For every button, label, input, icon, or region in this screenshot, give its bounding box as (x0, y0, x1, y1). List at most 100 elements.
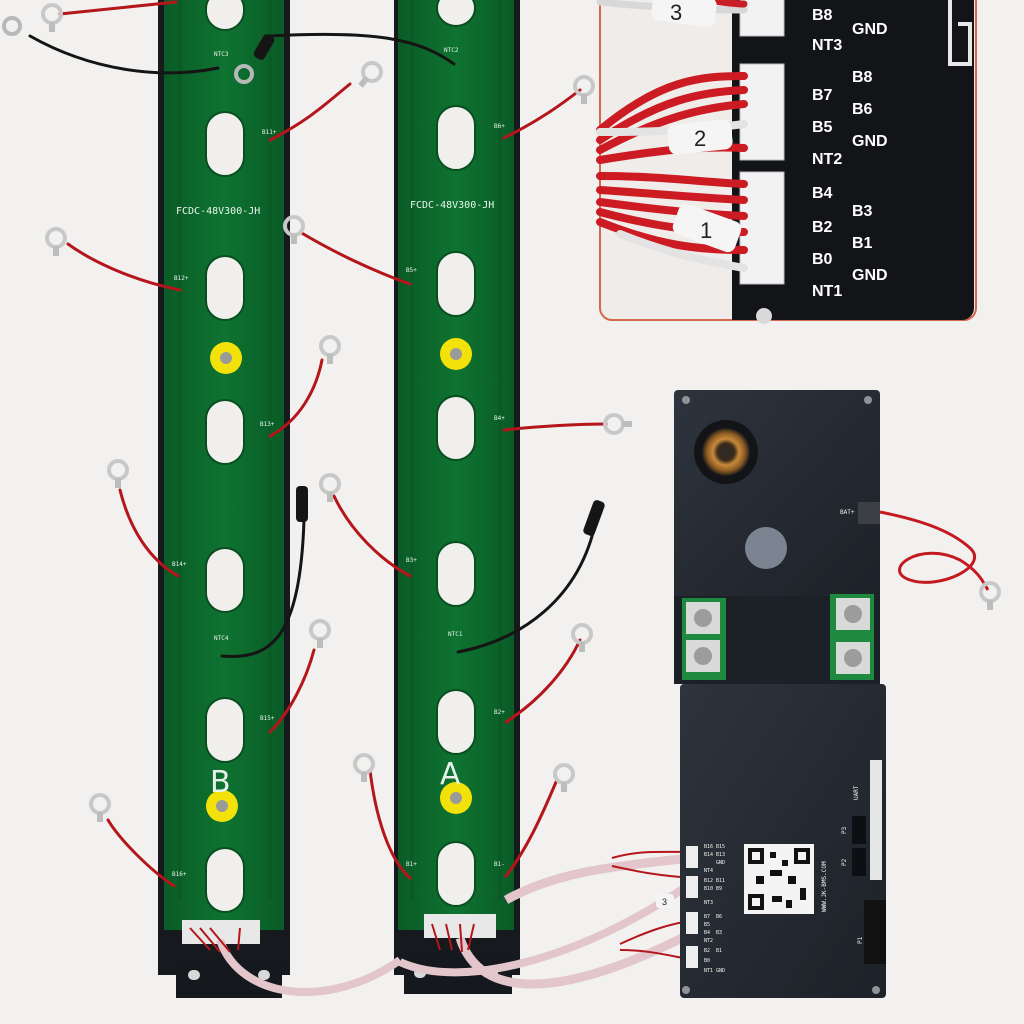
cable-tag-3: 3 (670, 0, 682, 25)
balance-board-b: FCDC-48V300-JH B NTC3 NTC4 B11+ B12+ B13… (158, 0, 290, 998)
inset-label-b4: B4 (812, 185, 833, 202)
bms-balance-connectors (686, 846, 698, 968)
board-b-ring-terminals (2, 3, 387, 824)
bms-pin-b7: B7 (704, 914, 710, 920)
bms-top-cover (674, 390, 880, 600)
board-b-label-b15: B15+ (260, 715, 275, 722)
port-p2 (852, 848, 866, 876)
balance-board-a: FCDC-48V300-JH A NTC2 NTC1 B6+ B5+ B4+ B… (394, 0, 520, 994)
inset-label-nt2: NT2 (812, 151, 842, 168)
side-connector (870, 760, 882, 880)
cable-tag-2: 2 (694, 126, 706, 151)
board-a-label-b6: B6+ (494, 123, 505, 130)
inset-label-gnd-1: GND (852, 267, 888, 284)
status-light-window (745, 527, 787, 569)
bms-pin-nt1: NT1 (704, 968, 713, 974)
bat-label: BAT+ (840, 509, 855, 516)
inset-pin-labels: B8 NT3 B7 B5 NT2 B4 B2 B0 NT1 GND B8 B6 … (812, 7, 888, 300)
board-b-letter: B (210, 765, 231, 800)
board-a-label-b3: B3+ (406, 557, 417, 564)
inset-label-b8-top: B8 (812, 7, 833, 24)
harness-tag (656, 894, 674, 908)
inset-label-gnd-2: GND (852, 133, 888, 150)
inset-screw (756, 308, 772, 324)
board-a-ring-terminals (283, 75, 634, 794)
bms-pin-b1: B1 (716, 948, 722, 954)
bms-pin-b16: B16 (704, 844, 713, 850)
board-a-label-b5: B5+ (406, 267, 417, 274)
board-a-label-b4: B4+ (494, 415, 505, 422)
inset-label-nt3: NT3 (812, 37, 842, 54)
bms-pin-b13: B13 (716, 852, 725, 858)
board-a-model-label: FCDC-48V300-JH (410, 200, 494, 211)
bat-terminal (858, 502, 880, 524)
inset-silk-outline (948, 0, 972, 66)
board-a-ntc-top: NTC2 (444, 47, 459, 54)
bms-pin-labels: B16 B15 B14 B13 GND NT4 B12 B11 B10 B9 N… (704, 844, 725, 974)
qr-code (744, 844, 814, 914)
board-a-letter: A (440, 757, 461, 792)
board-a-wires (268, 32, 608, 880)
board-a-standoffs (440, 338, 472, 814)
bms-pin-b10: B10 (704, 886, 713, 892)
board-b-wires (28, 0, 352, 888)
inset-label-gnd-3: GND (852, 21, 888, 38)
board-a-label-b2: B2+ (494, 709, 505, 716)
power-terminal-blocks (682, 594, 874, 680)
cable-tag-1: 1 (700, 218, 712, 243)
inset-label-b1: B1 (852, 235, 873, 252)
port-label-p1: P1 (857, 936, 864, 944)
inset-board (732, 0, 974, 320)
harness-cables (189, 850, 695, 997)
board-b-mounting-slots (205, 0, 245, 913)
port-p3 (852, 816, 866, 844)
harness-tag-number: 3 (662, 897, 667, 907)
inset-connectors (739, 0, 785, 285)
board-b-label-b11: B11+ (262, 129, 277, 136)
bms-screws (682, 396, 880, 994)
bms-pin-b6: B6 (716, 914, 722, 920)
bms-pin-b15: B15 (716, 844, 725, 850)
board-b-label-b14: B14+ (172, 561, 187, 568)
bms-pin-b14: B14 (704, 852, 713, 858)
bms-pin-b2: B2 (704, 948, 710, 954)
board-b-model-label: FCDC-48V300-JH (176, 206, 260, 217)
bms-pin-b5: B5 (704, 922, 710, 928)
board-b-ntc-top: NTC3 (214, 51, 229, 58)
board-a-label-b1m: B1- (494, 861, 505, 868)
bms-pin-b12: B12 (704, 878, 713, 884)
bms-pin-b4: B4 (704, 930, 710, 936)
bms-pin-b11: B11 (716, 878, 725, 884)
bms-pin-gnd-1: GND (716, 860, 725, 866)
bms-pin-nt3: NT3 (704, 900, 713, 906)
uart-label: UART (853, 785, 860, 800)
board-a-mounting-slots (436, 0, 476, 907)
bms-unit: BAT+ WWW.JK-BMS.COM UART P3 P2 (656, 390, 1001, 998)
board-b-label-b16: B16+ (172, 871, 187, 878)
toroid-coil (702, 428, 750, 476)
bms-pin-nt4: NT4 (704, 868, 713, 874)
inset-label-b0: B0 (812, 251, 833, 268)
inset-label-b7: B7 (812, 87, 833, 104)
inset-label-b5: B5 (812, 119, 833, 136)
connector-closeup-inset: 3 2 1 B8 NT3 B7 B5 NT2 B4 B2 B0 NT1 GND … (596, 0, 977, 324)
inset-label-b3: B3 (852, 203, 873, 220)
board-b-standoffs (206, 342, 242, 822)
bms-main-body (680, 684, 886, 998)
inset-label-nt1: NT1 (812, 283, 842, 300)
inset-label-b2: B2 (812, 219, 833, 236)
inset-cable-tags: 3 2 1 (651, 0, 742, 253)
board-b-ntc-mid: NTC4 (214, 635, 229, 642)
bms-pin-b9: B9 (716, 886, 722, 892)
board-a-label-b1p: B1+ (406, 861, 417, 868)
inset-label-b8: B8 (852, 69, 873, 86)
port-label-p2: P2 (841, 858, 848, 866)
bms-pin-gnd-2: GND (716, 968, 725, 974)
bms-pin-nt2: NT2 (704, 938, 713, 944)
port-p1-header (864, 900, 886, 964)
inset-label-b6: B6 (852, 101, 873, 118)
bms-url: WWW.JK-BMS.COM (821, 861, 828, 912)
board-b-label-b12: B12+ (174, 275, 189, 282)
port-label-p3: P3 (841, 826, 848, 834)
bms-pin-b0: B0 (704, 958, 710, 964)
